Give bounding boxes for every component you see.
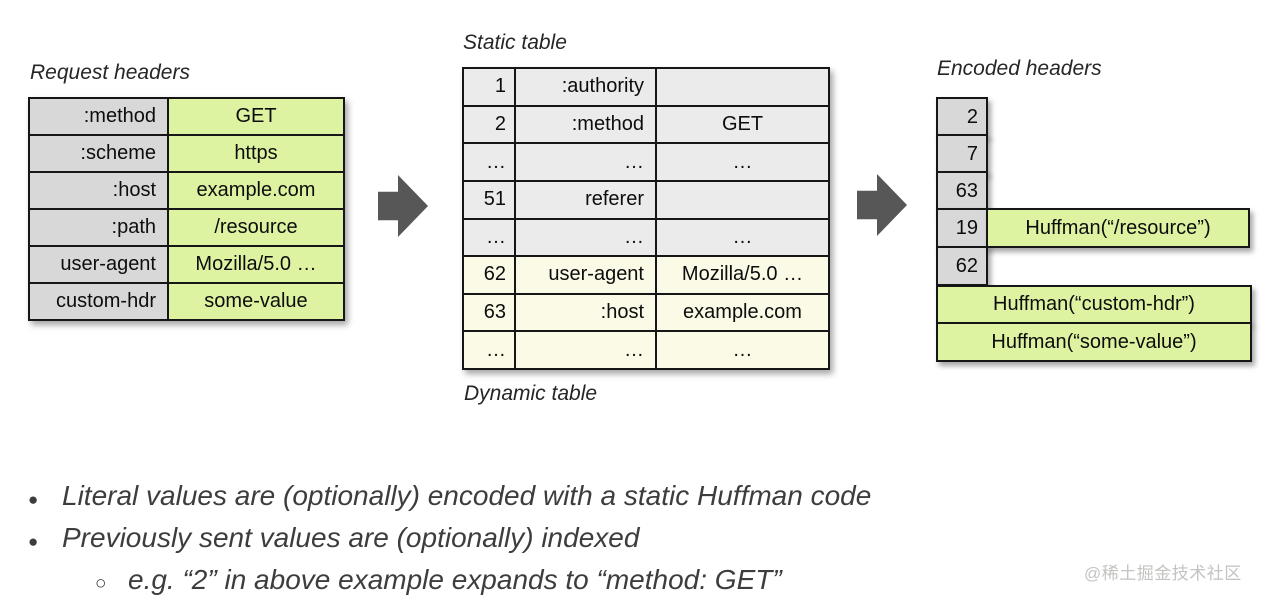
encoded-index-box: 7 [936,134,988,174]
name-cell: … [516,219,655,256]
static-dynamic-table: 1 :authority 2 :method GET … … … 51 refe… [462,67,830,370]
header-value-cell: https [169,136,343,171]
encoded-index-box: 2 [936,97,988,137]
bullet-icon: ● [28,532,39,551]
encoded-index-box: 63 [936,171,988,211]
name-cell: … [516,144,655,180]
index-cell: … [464,219,514,256]
right-arrow-icon [857,174,907,236]
index-cell: … [464,332,514,368]
index-cell: 1 [464,69,514,105]
encoded-literal-some-value: Huffman(“some-value”) [936,322,1252,362]
static-table-title: Static table [463,31,567,54]
note-item: ● Literal values are (optionally) encode… [28,477,1078,519]
index-cell: … [464,144,514,180]
header-name-cell: :scheme [30,136,167,171]
encoded-literal-resource: Huffman(“/resource”) [986,208,1250,248]
note-text: Previously sent values are (optionally) … [62,522,640,553]
request-headers-table: :method GET :scheme https :host example.… [28,97,345,321]
bullet-icon: ● [28,490,39,509]
name-cell: referer [516,181,655,218]
value-cell: … [657,144,828,180]
value-cell [657,181,828,218]
value-cell: example.com [657,294,828,331]
watermark: @稀土掘金技术社区 [1084,564,1242,583]
encoded-headers-title: Encoded headers [937,57,1102,80]
request-headers-title: Request headers [30,61,190,84]
name-cell: :host [516,294,655,331]
note-text: e.g. “2” in above example expands to “me… [128,564,782,595]
note-text: Literal values are (optionally) encoded … [62,480,872,511]
header-value-cell: /resource [169,210,343,245]
header-name-cell: :host [30,173,167,208]
header-value-cell: some-value [169,284,343,319]
header-value-cell: GET [169,99,343,134]
encoded-index-box: 19 [936,208,988,248]
header-value-cell: example.com [169,173,343,208]
value-cell: Mozilla/5.0 … [657,257,828,293]
note-item: ● Previously sent values are (optionally… [28,519,1078,561]
index-cell: 2 [464,106,514,143]
name-cell: :method [516,106,655,143]
circle-bullet-icon: ○ [95,573,107,594]
header-value-cell: Mozilla/5.0 … [169,247,343,282]
right-arrow-icon [378,175,428,237]
name-cell: user-agent [516,257,655,293]
value-cell [657,69,828,105]
notes-list: ● Literal values are (optionally) encode… [28,477,1078,603]
name-cell: :authority [516,69,655,105]
index-cell: 63 [464,294,514,331]
note-sub-item: ○ e.g. “2” in above example expands to “… [95,561,1078,603]
name-cell: … [516,332,655,368]
header-name-cell: user-agent [30,247,167,282]
value-cell: GET [657,106,828,143]
dynamic-table-title: Dynamic table [464,382,598,405]
index-cell: 62 [464,257,514,293]
header-name-cell: custom-hdr [30,284,167,319]
encoded-literal-custom-hdr: Huffman(“custom-hdr”) [936,285,1252,324]
value-cell: … [657,219,828,256]
header-name-cell: :path [30,210,167,245]
header-name-cell: :method [30,99,167,134]
encoded-index-box: 62 [936,246,988,286]
index-cell: 51 [464,181,514,218]
value-cell: … [657,332,828,368]
